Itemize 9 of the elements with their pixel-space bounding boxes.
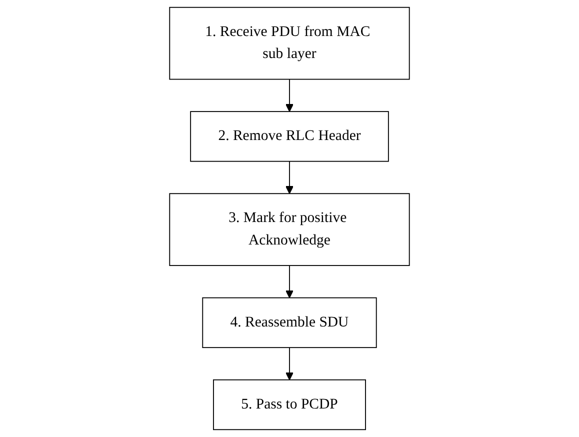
arrow (285, 265, 294, 298)
node-box: 5. Pass to PCDP (213, 379, 366, 430)
node-box: 3. Mark for positive Acknowledge (169, 193, 410, 266)
node-box: 1. Receive PDU from MAC sub layer (169, 6, 410, 80)
node-box: 4. Reassemble SDU (202, 297, 377, 348)
node-box: 2. Remove RLC Header (190, 111, 389, 162)
arrow (285, 347, 294, 380)
arrow (285, 160, 294, 194)
arrow (285, 78, 294, 112)
